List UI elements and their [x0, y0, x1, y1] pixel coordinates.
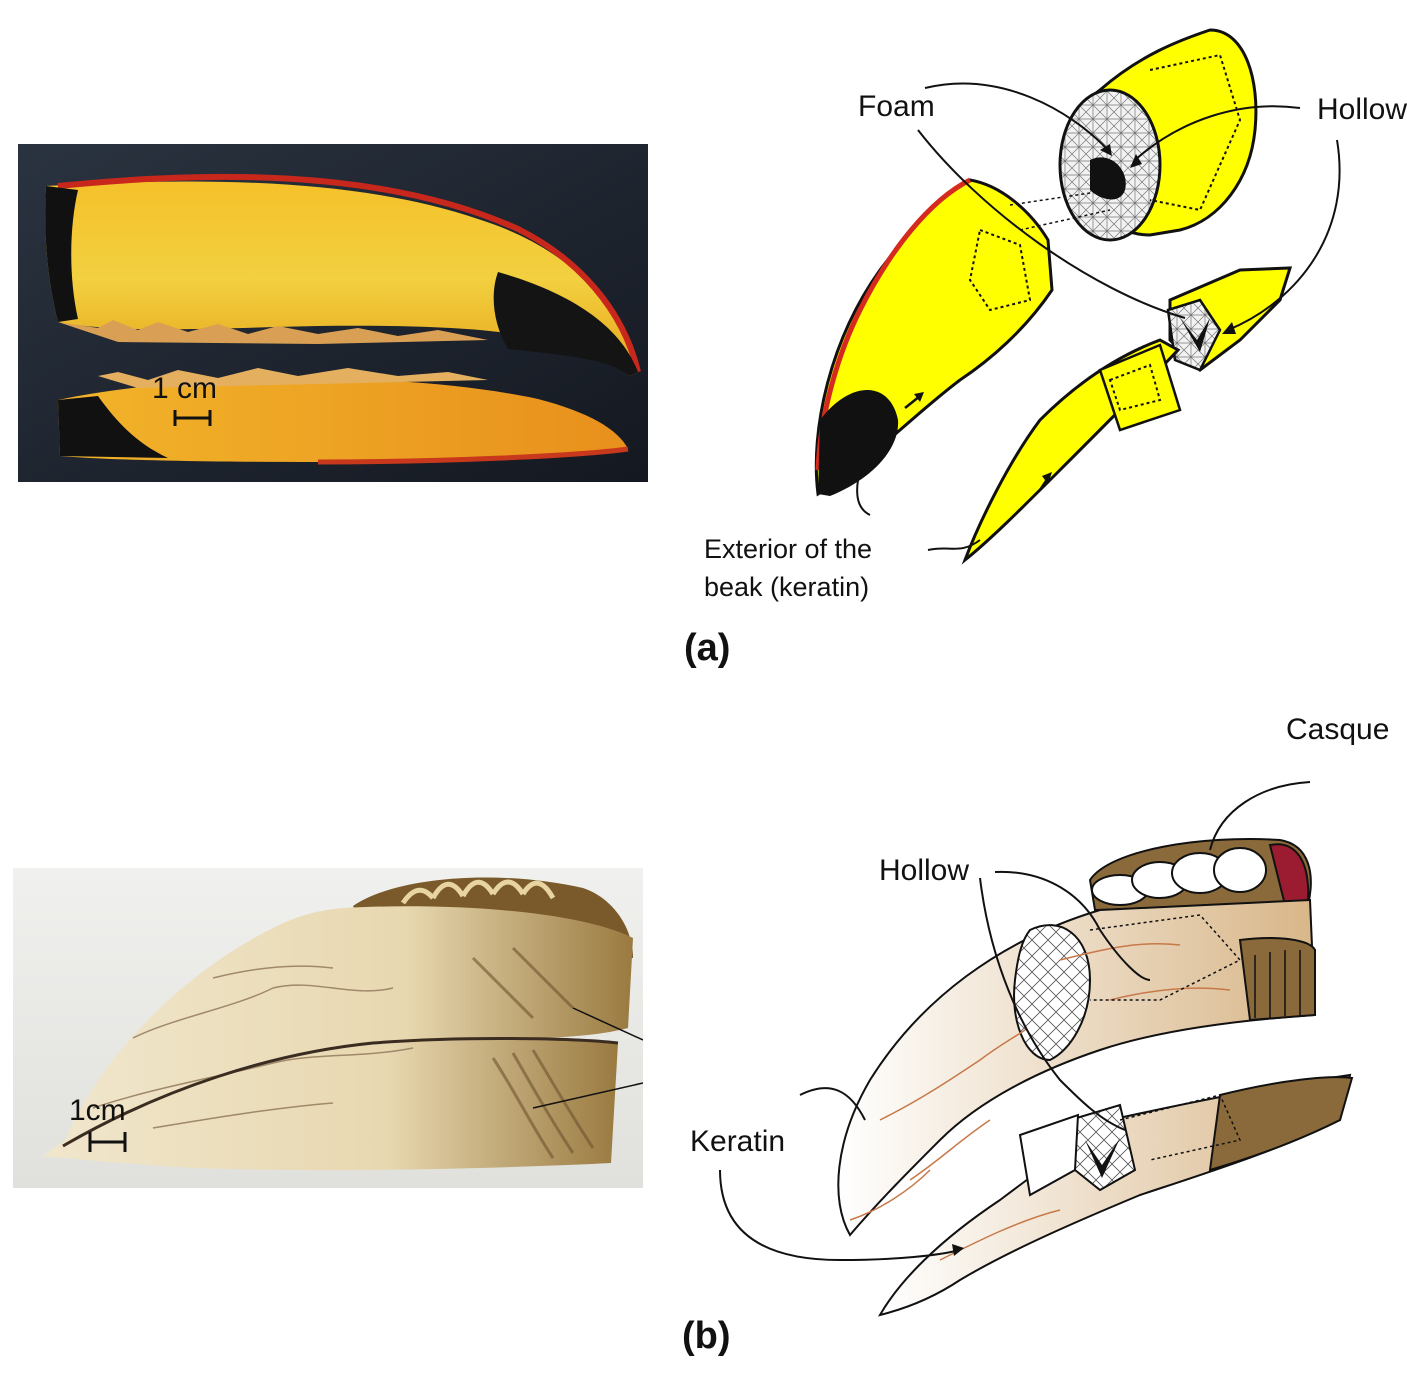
keratin-label: Keratin [690, 1125, 786, 1158]
toucan-beak-photo: 1 cm [18, 144, 648, 482]
hollow-label: Hollow [879, 854, 970, 887]
exterior-label-line1: Exterior of the [704, 534, 873, 564]
scale-bar [88, 1132, 127, 1152]
upper-beak-shell [837, 898, 1317, 1237]
scale-bar [173, 410, 212, 426]
toucan-beak-diagram: Foam Hollow Exterior of the beak (kerati… [680, 0, 1407, 690]
panel-label-a: (a) [684, 627, 731, 669]
hornbill-beak-diagram: Casque Hollow Keratin (b) [680, 700, 1407, 1384]
foam-label: Foam [858, 90, 935, 123]
hornbill-beak-photo: 1cm [13, 868, 643, 1188]
lower-beak [58, 378, 628, 462]
casque-label: Casque [1286, 713, 1390, 746]
upper-beak [45, 181, 638, 376]
upper-beak [63, 906, 633, 1146]
exterior-label-line2: beak (keratin) [704, 572, 870, 602]
scale-label: 1 cm [152, 372, 218, 405]
hollow-label: Hollow [1317, 93, 1407, 126]
panel-label-b: (b) [682, 1315, 731, 1357]
scale-label: 1cm [69, 1094, 126, 1127]
